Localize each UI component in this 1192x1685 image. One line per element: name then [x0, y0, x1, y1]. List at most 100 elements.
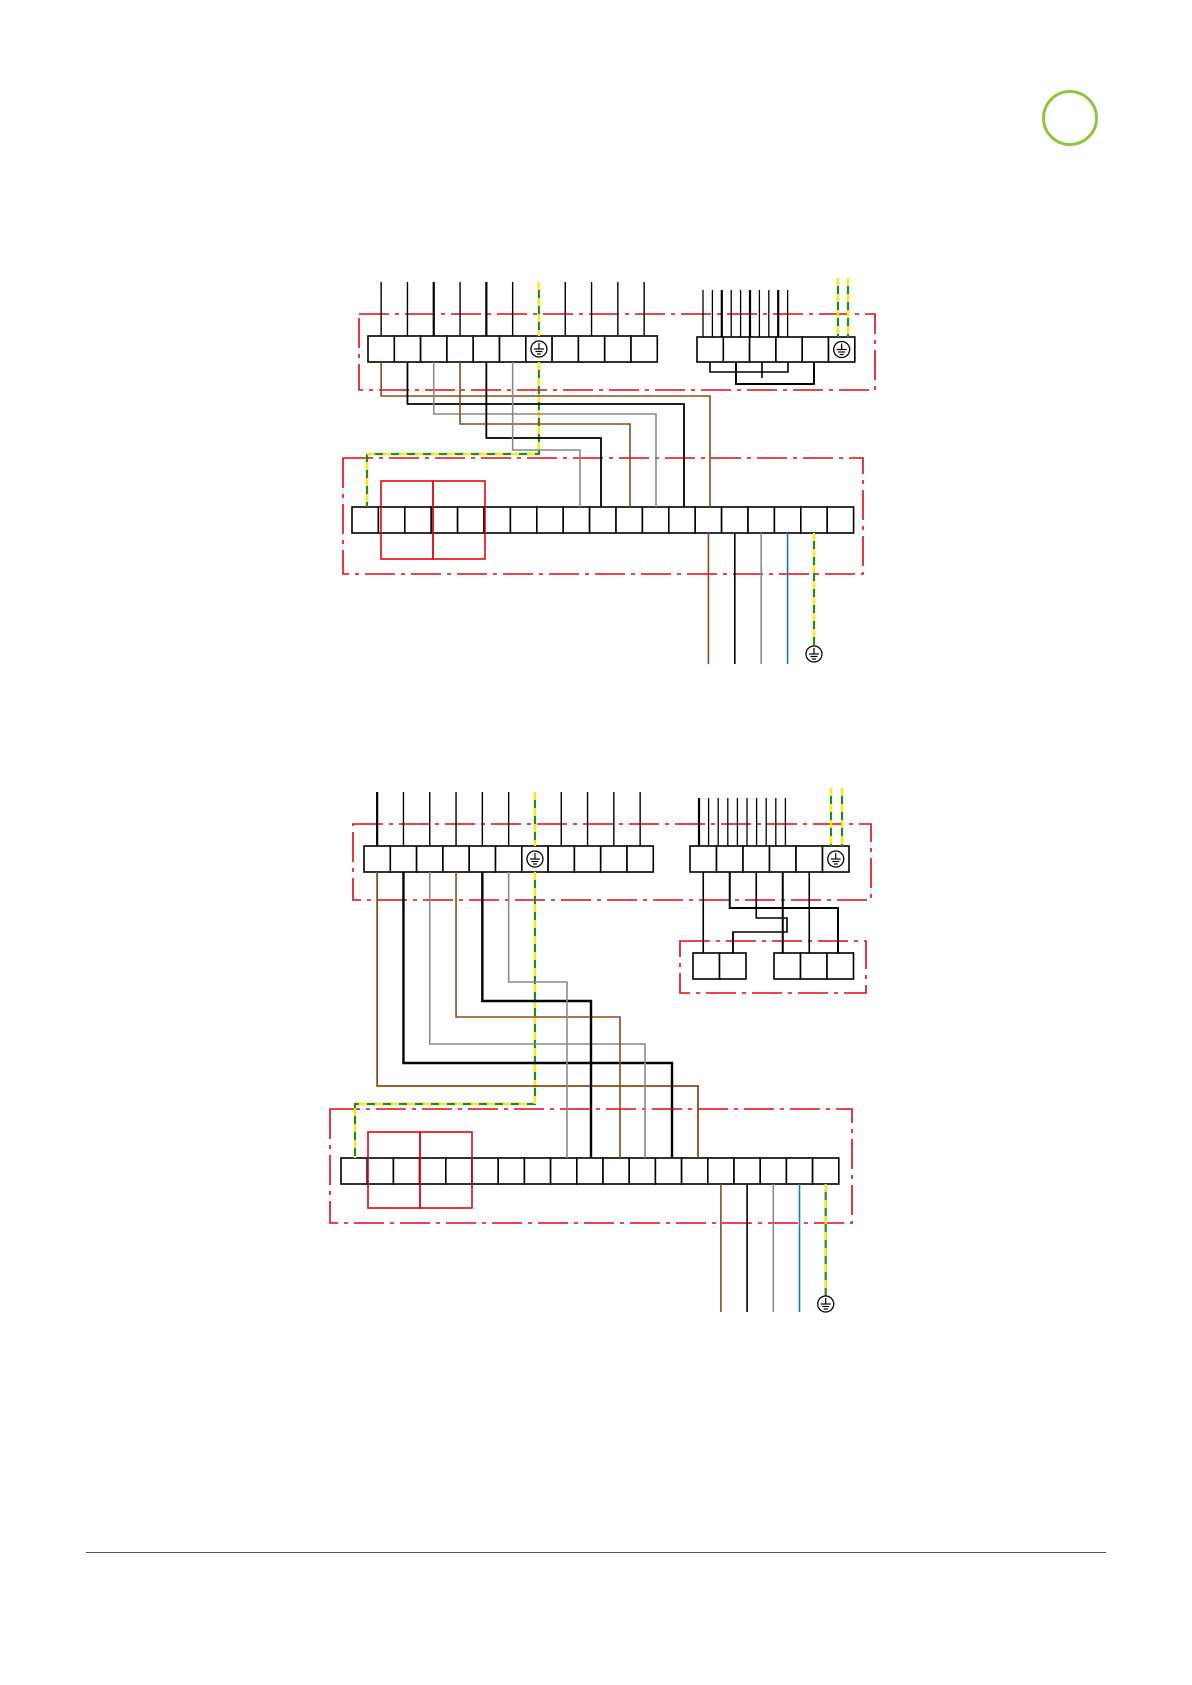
upper-left-terminal-block-terminal — [548, 846, 574, 872]
upper-left-terminal-block-terminal — [364, 846, 390, 872]
main-terminal-block-terminal — [341, 1158, 367, 1184]
main-terminal-block-terminal — [472, 1158, 498, 1184]
upper-right-terminal-block — [690, 846, 849, 872]
wiring-diagram-2 — [330, 788, 871, 1312]
upper-right-terminal-block-terminal — [770, 846, 797, 872]
main-terminal-block-terminal — [367, 1158, 393, 1184]
main-terminal-block-terminal — [420, 1158, 446, 1184]
upper-right-terminal-block-terminal — [717, 846, 744, 872]
upper-left-terminal-block-terminal — [552, 336, 578, 362]
upper-right-terminal-block-terminal — [776, 337, 802, 362]
main-terminal-block-terminal — [695, 507, 721, 533]
upper-left-terminal-block-terminal — [443, 846, 469, 872]
main-terminal-block-terminal — [577, 1158, 603, 1184]
upper-left-terminal-block-terminal — [417, 846, 443, 872]
wire-black-2 — [482, 872, 591, 1158]
relay-terminal-block-right-terminal — [827, 953, 854, 979]
main-terminal-block-terminal — [760, 1158, 786, 1184]
upper-left-terminal-block-terminal — [368, 336, 394, 362]
main-terminal-block-terminal — [786, 1158, 812, 1184]
upper-left-terminal-block-terminal — [496, 846, 522, 872]
main-terminal-block-terminal — [655, 1158, 681, 1184]
main-terminal-block-terminal — [629, 1158, 655, 1184]
main-terminal-block-terminal — [642, 507, 668, 533]
upper-right-terminal-block-terminal — [796, 846, 823, 872]
upper-right-terminal-block-terminal — [697, 337, 723, 362]
main-terminal-block-terminal — [484, 507, 510, 533]
upper-left-terminal-block — [368, 336, 657, 362]
main-terminal-block-terminal — [431, 507, 457, 533]
wire-brown-1 — [381, 362, 710, 507]
upper-left-terminal-block-terminal — [578, 336, 604, 362]
upper-left-terminal-block-terminal — [631, 336, 657, 362]
main-terminal-block-terminal — [551, 1158, 577, 1184]
relay-terminal-block-right-terminal — [801, 953, 828, 979]
main-terminal-block-terminal — [774, 507, 800, 533]
footer-rule — [86, 1552, 1106, 1553]
upper-right-terminal-block-terminal — [750, 337, 776, 362]
wire-black-2 — [486, 362, 601, 507]
main-terminal-block-terminal — [498, 1158, 524, 1184]
upper-right-terminal-block-terminal — [743, 846, 770, 872]
wire-grey-1 — [430, 872, 645, 1158]
main-terminal-block-terminal — [405, 507, 431, 533]
main-terminal-block-terminal — [813, 1158, 839, 1184]
wiring-diagram-1 — [343, 278, 875, 664]
main-terminal-block-terminal — [537, 507, 563, 533]
upper-left-terminal-block-terminal — [500, 336, 526, 362]
wire-brown-1 — [377, 872, 698, 1158]
main-terminal-block-terminal — [378, 507, 404, 533]
main-terminal-block-terminal — [801, 507, 827, 533]
wire-grey-2 — [509, 872, 567, 1158]
main-terminal-block-terminal — [524, 1158, 550, 1184]
main-terminal-block — [352, 507, 854, 533]
wire-black-1 — [407, 362, 684, 507]
main-terminal-block-terminal — [393, 1158, 419, 1184]
main-terminal-block — [341, 1158, 839, 1184]
relay-terminal-block-left — [693, 953, 746, 979]
main-terminal-block-terminal — [682, 1158, 708, 1184]
relay-terminal-block-right — [774, 953, 854, 979]
main-terminal-block-terminal — [590, 507, 616, 533]
upper-left-terminal-block-terminal — [469, 846, 495, 872]
main-terminal-block-terminal — [708, 1158, 734, 1184]
relay-terminal-block-right-terminal — [774, 953, 801, 979]
upper-left-terminal-block-terminal — [473, 336, 499, 362]
main-terminal-block-terminal — [603, 1158, 629, 1184]
bridge-a — [710, 362, 788, 372]
main-terminal-block-terminal — [352, 507, 378, 533]
wire-grey-1 — [434, 362, 656, 507]
upper-left-terminal-block-terminal — [421, 336, 447, 362]
upper-left-terminal-block-terminal — [627, 846, 653, 872]
main-terminal-block-terminal — [669, 507, 695, 533]
upper-right-terminal-block — [697, 337, 855, 362]
main-terminal-block-terminal — [827, 507, 853, 533]
relay-terminal-block-left-terminal — [720, 953, 747, 979]
main-terminal-block-terminal — [616, 507, 642, 533]
supply-ground-icon — [806, 646, 822, 662]
main-terminal-block-terminal — [722, 507, 748, 533]
upper-left-terminal-block-terminal — [605, 336, 631, 362]
upper-left-terminal-block — [364, 846, 653, 872]
upper-left-terminal-block-terminal — [390, 846, 416, 872]
main-terminal-block-terminal — [563, 507, 589, 533]
bridge-b — [736, 362, 814, 384]
main-terminal-block-terminal — [748, 507, 774, 533]
wire-brown-2 — [456, 872, 620, 1158]
wire-black-1 — [403, 872, 672, 1158]
main-terminal-block-terminal — [446, 1158, 472, 1184]
upper-left-terminal-block-terminal — [394, 336, 420, 362]
upper-left-terminal-block-terminal — [601, 846, 627, 872]
upper-left-terminal-block-terminal — [574, 846, 600, 872]
upper-left-terminal-block-terminal — [447, 336, 473, 362]
main-terminal-block-terminal — [458, 507, 484, 533]
main-terminal-block-terminal — [510, 507, 536, 533]
supply-ground-icon — [818, 1296, 834, 1312]
upper-right-terminal-block-terminal — [723, 337, 749, 362]
wire-grey-2 — [513, 362, 580, 507]
main-terminal-block-terminal — [734, 1158, 760, 1184]
relay-terminal-block-left-terminal — [693, 953, 720, 979]
upper-right-terminal-block-terminal — [690, 846, 717, 872]
